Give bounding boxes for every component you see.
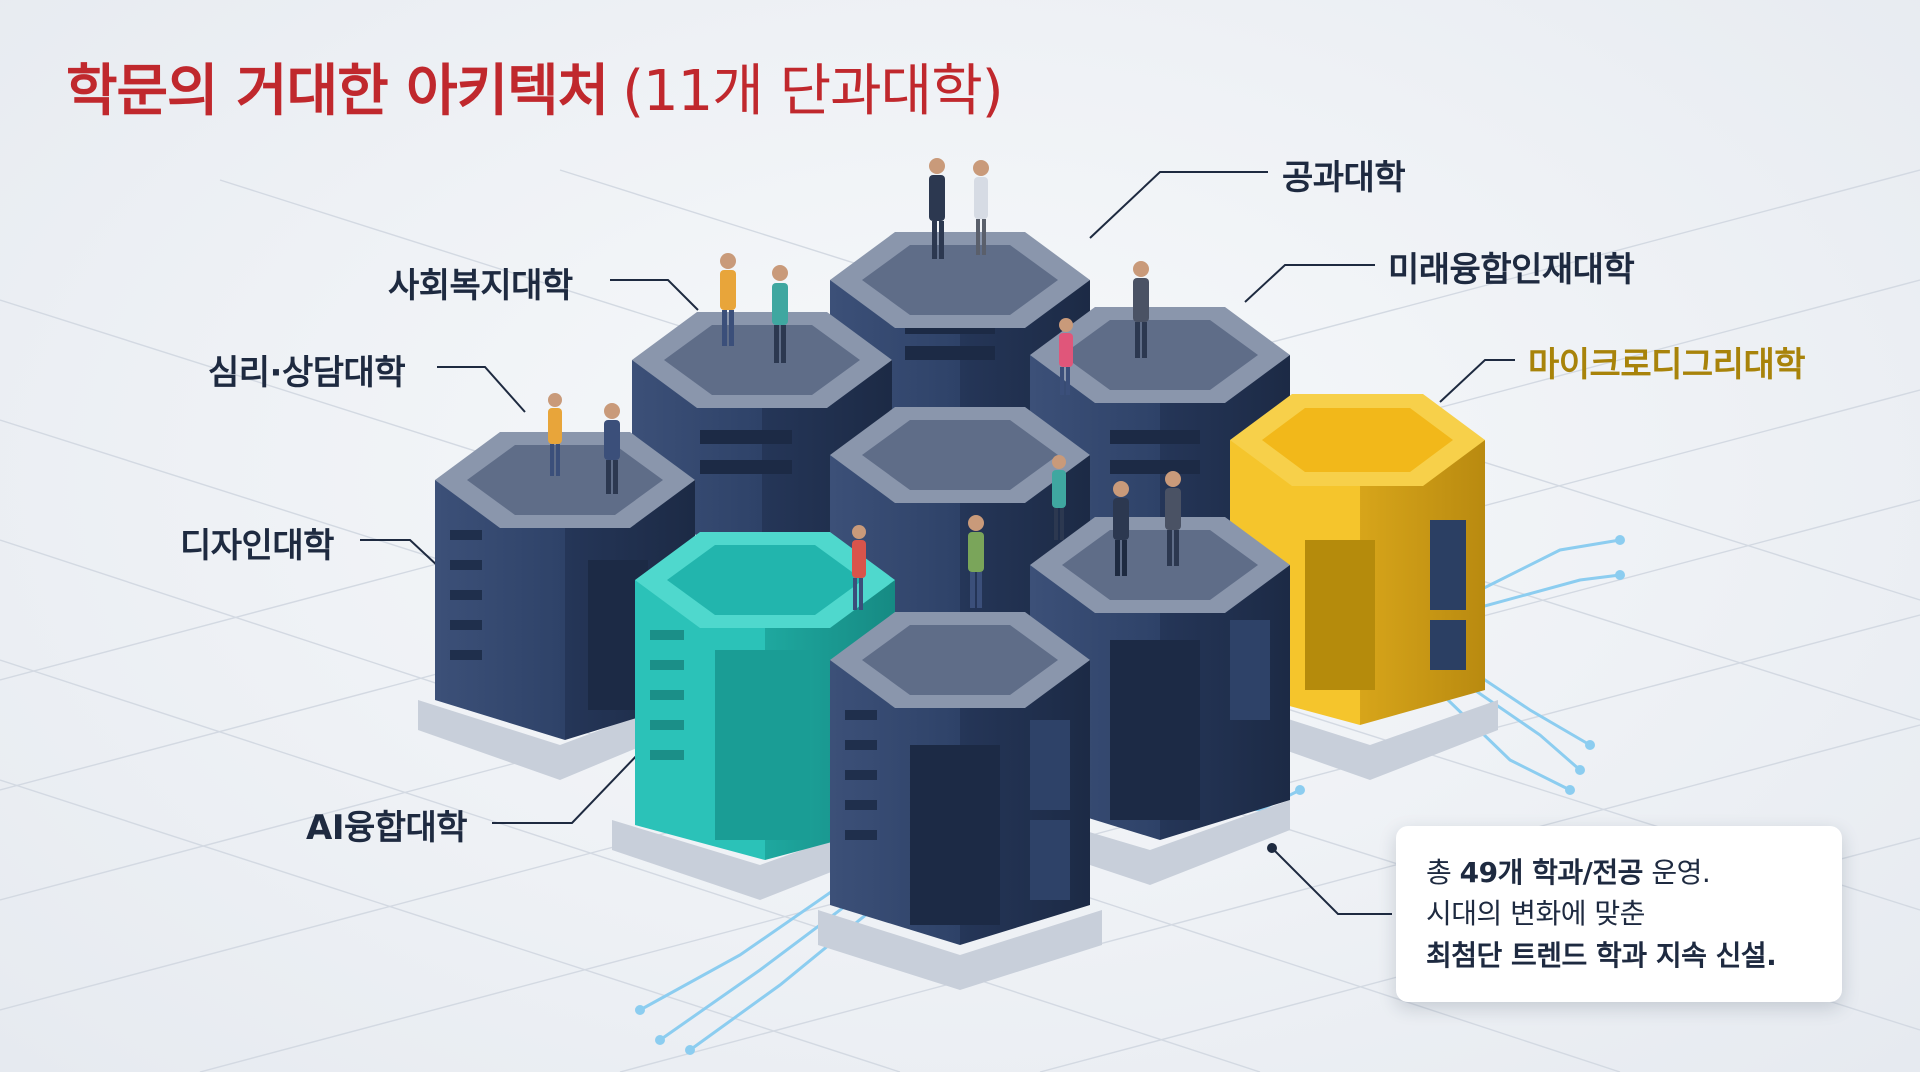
label-micro-degree: 마이크로디그리대학 [1528,345,1806,385]
tower-right-lower [1015,517,1290,885]
tower-front [818,612,1102,990]
title-main: 학문의 거대한 아키텍처 [66,59,609,124]
label-design: 디자인대학 [180,526,334,566]
tower-micro-degree [1228,394,1498,780]
label-psychology-counseling: 심리·상담대학 [208,353,406,393]
people-figures [548,158,1181,610]
label-social-welfare: 사회복지대학 [388,266,573,306]
title-subtitle: (11개 단과대학) [622,59,1003,124]
leader-lines [360,171,1515,915]
label-future-convergence: 미래융합인재대학 [1388,250,1635,290]
info-line-1-bold: 49개 학과/전공 [1459,856,1644,889]
info-line-3: 최첨단 트렌드 학과 지속 신설. [1426,938,1777,972]
info-line-2: 시대의 변화에 맞춘 [1426,897,1645,931]
info-line-1: 총 49개 학과/전공 운영. [1426,852,1812,893]
label-engineering: 공과대학 [1282,158,1406,198]
info-callout: 총 49개 학과/전공 운영. 시대의 변화에 맞춘 최첨단 트렌드 학과 지속… [1396,826,1842,1002]
info-line-1-prefix: 총 [1426,856,1460,889]
circuit-nodes [635,535,1625,1055]
info-line-1-suffix: 운영. [1642,856,1711,889]
leader-dot [1267,843,1277,853]
page-title: 학문의 거대한 아키텍처(11개 단과대학) [66,58,1004,125]
label-ai-convergence: AI융합대학 [306,808,468,848]
